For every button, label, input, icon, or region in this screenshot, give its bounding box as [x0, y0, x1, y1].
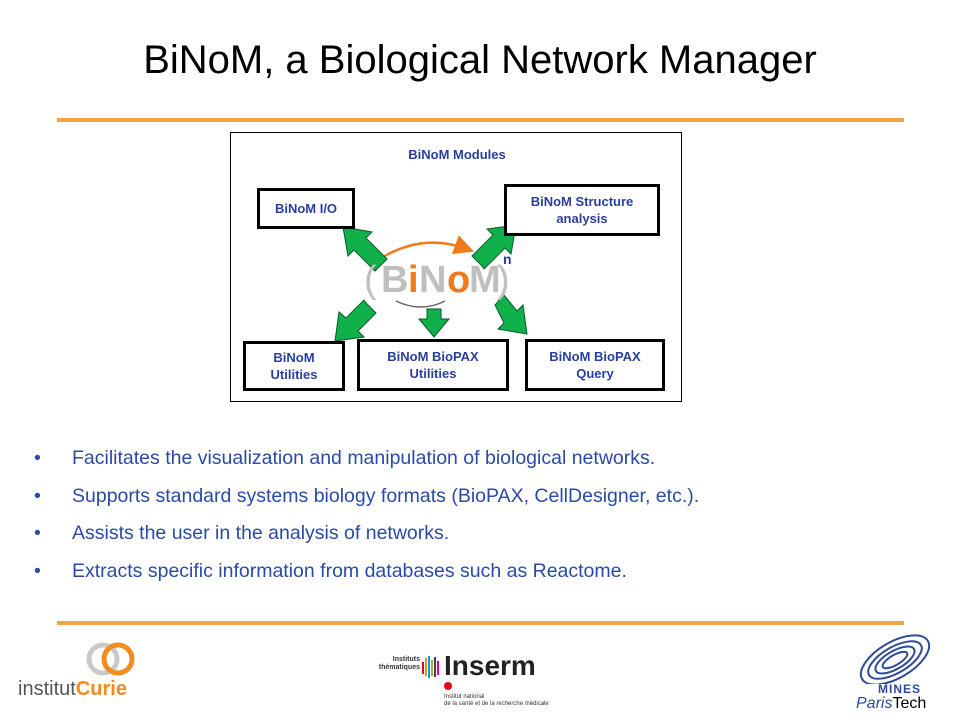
- bullet-item: • Supports standard systems biology forma…: [32, 478, 942, 516]
- bullet-item: • Extracts specific information from data…: [32, 553, 942, 591]
- bullet-text: Assists the user in the analysis of netw…: [72, 522, 450, 544]
- bullet-text: Facilitates the visualization and manipu…: [72, 447, 656, 469]
- paren-open: (: [364, 259, 377, 301]
- curie-rings-icon: [86, 642, 135, 676]
- paris-text: Paris: [856, 695, 893, 712]
- box-structure-label: BiNoM Structure analysis: [530, 194, 634, 226]
- inserm-small-2: thématiques: [378, 664, 420, 671]
- box-binom-biopax-utilities: BiNoM BioPAX Utilities: [357, 339, 509, 391]
- arrow-to-biopax-utilities: [417, 308, 451, 338]
- box-binom-biopax-query: BiNoM BioPAX Query: [525, 339, 665, 391]
- letter-i: i: [408, 259, 419, 301]
- institut-curie-logo: institutCurie: [18, 640, 138, 702]
- box-utilities-label: BiNoM Utilities: [270, 350, 318, 382]
- inserm-red-dot: [444, 682, 452, 690]
- letter-b: B: [381, 259, 409, 301]
- box-binom-io: BiNoM I/O: [257, 188, 355, 229]
- box-binom-utilities: BiNoM Utilities: [243, 341, 345, 391]
- inserm-sub-2: de la santé et de la recherche médicale: [444, 701, 549, 707]
- bullet-dot: •: [34, 522, 41, 544]
- gray-curve: [395, 300, 446, 308]
- letter-n: N: [419, 259, 447, 301]
- slide-title: BiNoM, a Biological Network Manager: [143, 38, 817, 82]
- box-binom-io-label: BiNoM I/O: [274, 201, 338, 216]
- superscript-n: n: [503, 251, 512, 267]
- bullet-dot: •: [34, 559, 41, 582]
- bullet-dot: •: [34, 447, 41, 469]
- box-binom-structure-analysis: BiNoM Structure analysis: [504, 184, 660, 236]
- orange-curve-arrow: [382, 235, 475, 259]
- bullet-text: Extracts specific information from datab…: [72, 559, 627, 582]
- arrow-to-utilities: [334, 299, 377, 342]
- diagram-arrows: [334, 224, 528, 342]
- curie-prefix: institut: [18, 678, 76, 700]
- inserm-sub-1: Institut national: [444, 694, 485, 700]
- bullet-dot: •: [34, 484, 41, 507]
- mines-swirl-icon: [859, 634, 931, 684]
- curie-name: Curie: [75, 678, 127, 700]
- bullet-list: • Facilitates the visualization and manip…: [32, 440, 942, 590]
- mines-text: MINES: [878, 682, 922, 696]
- top-divider: [57, 118, 904, 122]
- bottom-divider: [57, 621, 904, 625]
- bullet-item: • Assists the user in the analysis of net…: [32, 515, 942, 553]
- box-biopax-utilities-label: BiNoM BioPAX Utilities: [387, 349, 479, 381]
- paren-close: ): [497, 259, 510, 301]
- box-biopax-query-label: BiNoM BioPAX Query: [549, 349, 641, 381]
- letter-m: M: [469, 259, 501, 301]
- inserm-name: Inserm: [444, 650, 536, 681]
- bullet-text: Supports standard systems biology format…: [72, 484, 700, 507]
- inserm-small-1: Instituts: [392, 656, 420, 663]
- modules-header: BiNoM Modules: [408, 147, 506, 162]
- letter-o: o: [447, 259, 471, 301]
- bullet-item: • Facilitates the visualization and manip…: [32, 440, 942, 478]
- binom-modules-diagram: BiNoM Modules BiNoM I/O BiNoM Structure …: [230, 132, 682, 402]
- arrow-to-query: [494, 294, 528, 335]
- mines-paristech-logo: MINES ParisTech: [842, 632, 952, 714]
- inserm-logo: Instituts thématiques Inserm Institut na…: [378, 650, 558, 710]
- inserm-bars-icon: [422, 656, 439, 678]
- tech-text: Tech: [892, 695, 927, 712]
